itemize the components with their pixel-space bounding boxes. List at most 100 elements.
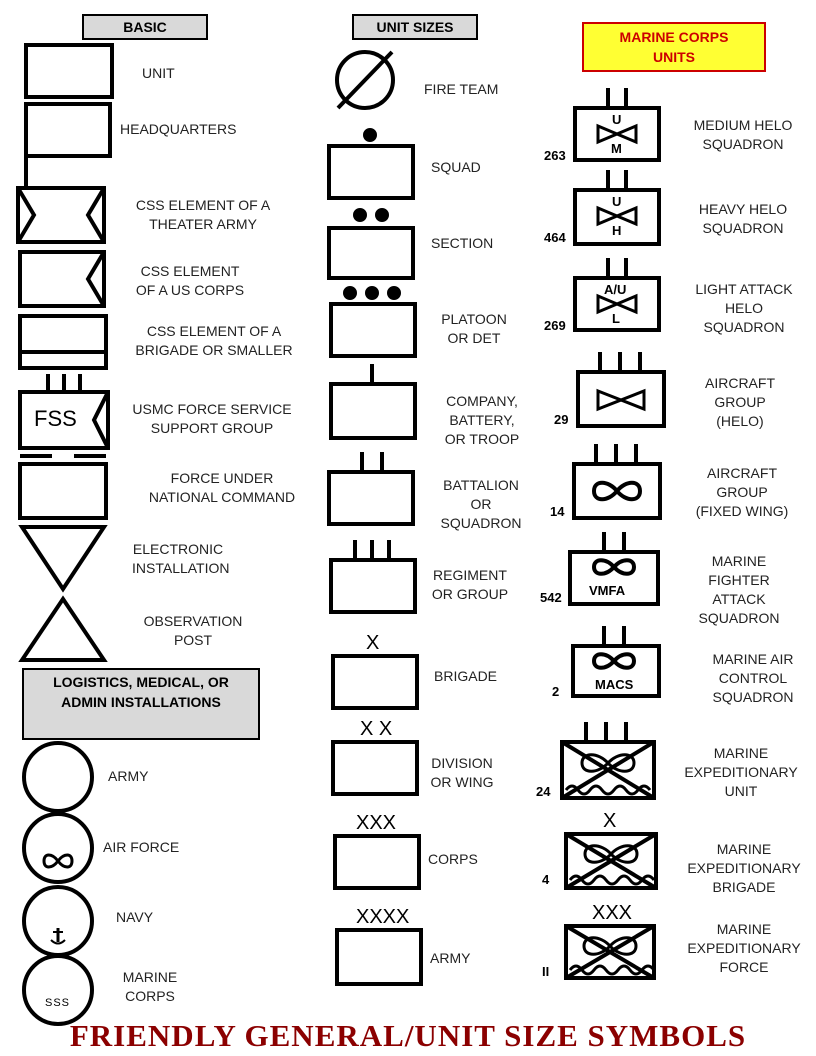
meu-label-line-2: EXPEDITIONARY: [684, 764, 798, 780]
mef-symbol: [564, 924, 656, 980]
medium-helo-bottom-letter: M: [611, 141, 622, 156]
marine-installation-label-line-2: CORPS: [125, 988, 175, 1004]
fssg-symbol: [18, 374, 110, 450]
observation-label-line-1: OBSERVATION: [143, 613, 243, 629]
division-label: DIVISION OR WING: [426, 754, 498, 792]
medium-helo-label-line-1: MEDIUM HELO: [693, 117, 793, 133]
meu-label: MARINE EXPEDITIONARY UNIT: [674, 744, 808, 801]
army-mark: XXXX: [356, 906, 410, 928]
marine-installation-label: MARINE CORPS: [114, 968, 186, 1006]
electronic-label-line-1: ELECTRONIC: [132, 541, 224, 557]
macs-label: MARINE AIR CONTROL SQUADRON: [700, 650, 806, 707]
army-installation-symbol: [22, 741, 94, 813]
vmfa-label-line-3: ATTACK: [712, 591, 766, 607]
aircraft-group-fixed-symbol: [572, 444, 662, 520]
heavy-helo-bottom-letter: H: [612, 223, 622, 238]
headquarters-symbol: [24, 102, 112, 186]
vmfa-symbol: [568, 532, 660, 606]
meu-label-line-1: MARINE: [713, 745, 769, 761]
national-command-label-line-2: NATIONAL COMMAND: [148, 489, 296, 505]
aircraft-fixed-label-line-2: GROUP: [716, 484, 768, 500]
observation-label-line-2: POST: [173, 632, 213, 648]
aircraft-helo-label-line-3: (HELO): [716, 413, 764, 429]
brigade-symbol: [331, 654, 419, 710]
platoon-symbol: [329, 286, 417, 358]
regiment-label: REGIMENT OR GROUP: [424, 566, 516, 604]
vmfa-label-line-2: FIGHTER: [708, 572, 770, 588]
medium-helo-symbol: [573, 88, 661, 162]
aircraft-helo-label-line-1: AIRCRAFT: [705, 375, 775, 391]
regiment-label-line-1: REGIMENT: [433, 567, 507, 583]
company-label-line-1: COMPANY,: [446, 393, 518, 409]
brigade-label: BRIGADE: [434, 668, 498, 684]
company-symbol: [329, 364, 417, 440]
national-command-symbol: [18, 454, 108, 520]
mef-mark: XXX: [592, 902, 633, 924]
electronic-label: ELECTRONIC INSTALLATION: [132, 540, 230, 578]
macs-label-line-2: CONTROL: [718, 670, 788, 686]
fire-team-label: FIRE TEAM: [424, 81, 499, 97]
air-force-installation-label: AIR FORCE: [103, 839, 180, 855]
company-label-line-3: OR TROOP: [444, 431, 520, 447]
css-corps-label-line-1: CSS ELEMENT: [140, 263, 240, 279]
fssg-symbol-text: FSS: [34, 406, 77, 431]
platoon-label: PLATOON OR DET: [436, 310, 512, 348]
heavy-helo-label-line-2: SQUADRON: [702, 220, 784, 236]
brigade-mark: X: [366, 632, 380, 654]
macs-number: 2: [552, 684, 560, 699]
national-command-label: FORCE UNDER NATIONAL COMMAND: [134, 469, 310, 507]
aircraft-fixed-label-line-3: (FIXED WING): [695, 503, 789, 519]
vmfa-label: MARINE FIGHTER ATTACK SQUADRON: [692, 552, 786, 628]
macs-symbol: [571, 626, 661, 698]
heavy-helo-number: 464: [544, 230, 566, 245]
heavy-helo-label: HEAVY HELO SQUADRON: [686, 200, 800, 238]
meu-number: 24: [536, 784, 551, 799]
mef-label: MARINE EXPEDITIONARY FORCE: [676, 920, 812, 977]
mef-label-line-3: FORCE: [719, 959, 769, 975]
aircraft-helo-label: AIRCRAFT GROUP (HELO): [692, 374, 788, 431]
light-attack-number: 269: [544, 318, 566, 333]
vmfa-text: VMFA: [589, 583, 626, 598]
medium-helo-top-letter: U: [612, 112, 622, 127]
platoon-label-line-1: PLATOON: [441, 311, 507, 327]
meb-number: 4: [542, 872, 550, 887]
fssg-label-line-2: SUPPORT GROUP: [150, 420, 274, 436]
meu-label-line-3: UNIT: [724, 783, 758, 799]
squad-label: SQUAD: [431, 159, 481, 175]
company-label-line-2: BATTERY,: [449, 412, 515, 428]
marine-installation-label-line-1: MARINE: [122, 969, 178, 985]
meb-label-line-1: MARINE: [716, 841, 772, 857]
light-attack-label: LIGHT ATTACK HELO SQUADRON: [684, 280, 804, 337]
medium-helo-number: 263: [544, 148, 566, 163]
light-attack-top-letter: A/U: [604, 282, 627, 297]
squad-symbol: [327, 128, 415, 200]
division-symbol: [331, 740, 419, 796]
page-title: FRIENDLY GENERAL/UNIT SIZE SYMBOLS: [69, 1018, 747, 1053]
aircraft-helo-number: 29: [554, 412, 569, 427]
company-label: COMPANY, BATTERY, OR TROOP: [436, 392, 528, 449]
basic-header: BASIC: [82, 14, 208, 40]
observation-post-symbol: [18, 595, 108, 662]
section-symbol: [327, 208, 415, 280]
vmfa-label-line-4: SQUADRON: [698, 610, 780, 626]
aircraft-fixed-number: 14: [550, 504, 565, 519]
css-brigade-label-line-2: BRIGADE OR SMALLER: [135, 342, 293, 358]
mef-label-line-2: EXPEDITIONARY: [687, 940, 801, 956]
platoon-label-line-2: OR DET: [447, 330, 501, 346]
meb-symbol: [564, 832, 658, 890]
medium-helo-label-line-2: SQUADRON: [702, 136, 784, 152]
regiment-symbol: [329, 540, 417, 614]
vmfa-label-line-1: MARINE: [711, 553, 767, 569]
fssg-label: USMC FORCE SERVICE SUPPORT GROUP: [116, 400, 308, 438]
electronic-label-line-2: INSTALLATION: [132, 560, 230, 576]
marine-installation-symbol: [22, 954, 94, 1026]
logistics-header-line-1: LOGISTICS, MEDICAL, OR: [53, 674, 229, 690]
air-force-installation-symbol: [22, 812, 94, 884]
army-symbol: [335, 928, 423, 986]
corps-mark: XXX: [356, 812, 397, 834]
unit-label: UNIT: [142, 65, 175, 81]
macs-text: MACS: [595, 677, 634, 692]
css-brigade-symbol: [18, 314, 108, 370]
aircraft-fixed-label: AIRCRAFT GROUP (FIXED WING): [680, 464, 804, 521]
heavy-helo-symbol: [573, 170, 661, 246]
